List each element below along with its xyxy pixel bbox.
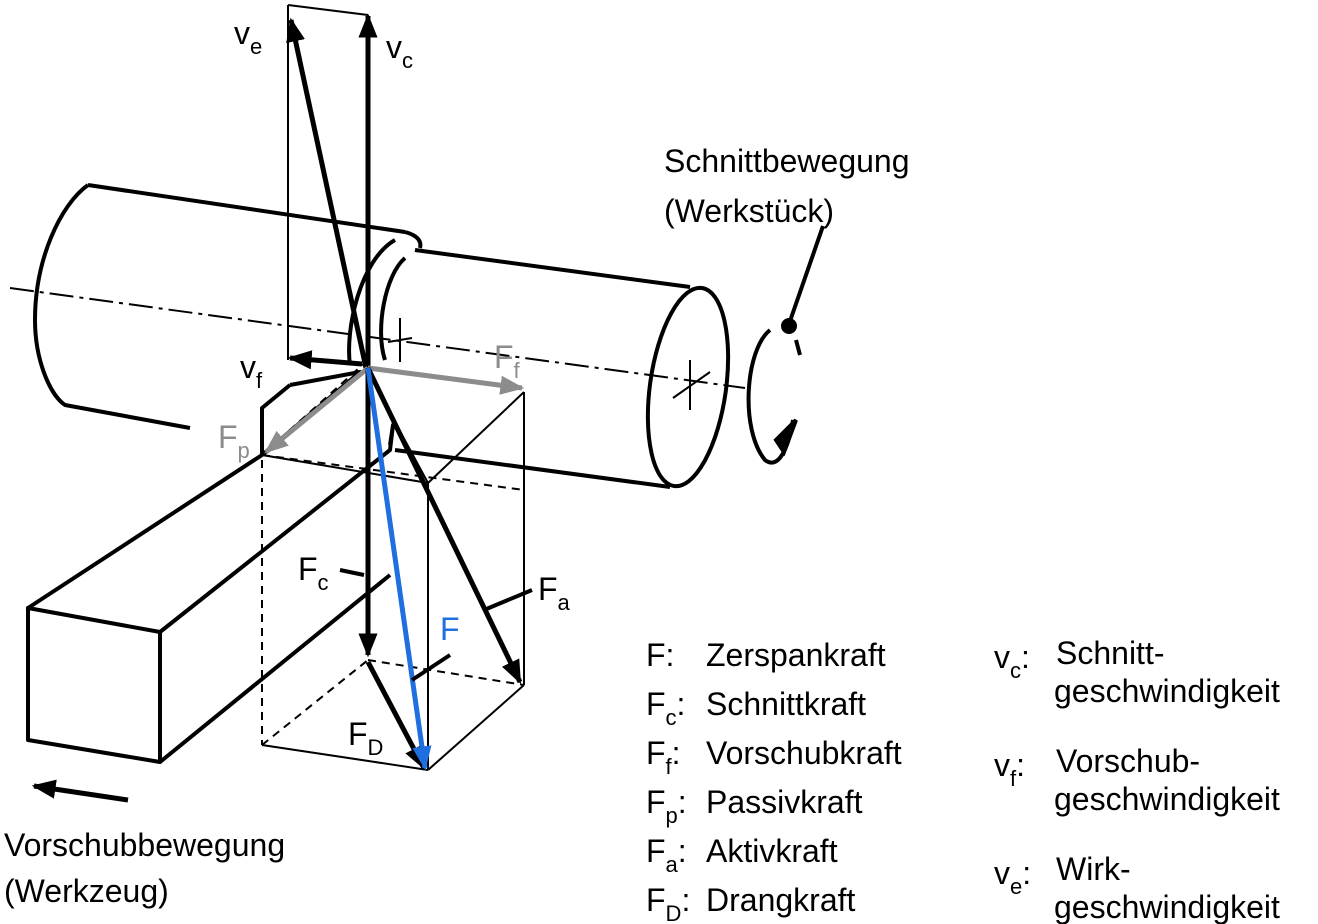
- legend-force-text: Schnittkraft: [706, 686, 866, 722]
- workpiece-large-cylinder: [33, 183, 191, 430]
- workpiece: [33, 183, 731, 489]
- feed-motion-line1: Vorschubbewegung: [4, 827, 285, 863]
- legend-force-symbol: Fc:: [646, 686, 685, 730]
- vector-Ff: [367, 365, 525, 395]
- label-F: F: [440, 611, 460, 647]
- legend-velocity-item: vf: Vorschub-geschwindigkeit: [994, 743, 1280, 817]
- label-Ff: Ff: [494, 339, 521, 383]
- legend-force-symbol: Fa:: [646, 833, 687, 877]
- legend-velocity-text1: Schnitt-: [1056, 635, 1164, 671]
- label-Fa: Fa: [538, 571, 571, 615]
- legend-force-text: Zerspankraft: [706, 637, 886, 673]
- legend-force-text: Drangkraft: [706, 882, 856, 918]
- legend-force-item: FD: Drangkraft: [646, 882, 856, 924]
- legend-force-item: Fc: Schnittkraft: [646, 686, 866, 730]
- vector-Fp: [264, 366, 370, 454]
- cutting-motion-line2: (Werkstück): [664, 193, 834, 229]
- vector-F: [365, 367, 432, 771]
- feed-motion-line2: (Werkzeug): [4, 873, 169, 909]
- legend-force-item: F: Zerspankraft: [646, 637, 886, 673]
- label-Fp: Fp: [218, 419, 250, 463]
- label-vf: vf: [240, 349, 263, 393]
- label-vc: vc: [386, 29, 413, 73]
- workpiece-step: [347, 230, 423, 366]
- legend-force-text: Vorschubkraft: [706, 735, 902, 771]
- cutting-motion-line1: Schnittbewegung: [664, 143, 910, 179]
- legend-force-symbol: FD:: [646, 882, 690, 924]
- vector-Fa: [365, 366, 523, 685]
- legend-force-item: Fp: Passivkraft: [646, 784, 863, 828]
- label-ve: ve: [234, 15, 262, 59]
- workpiece-small-cylinder: [379, 248, 691, 489]
- legend-force-item: Ff: Vorschubkraft: [646, 735, 902, 779]
- leader-lines: [339, 568, 533, 682]
- legend-velocity-text1: Vorschub-: [1056, 743, 1200, 779]
- cutting-tool: [26, 370, 395, 764]
- legend-velocity-symbol: ve:: [994, 855, 1031, 899]
- legend-force-text: Aktivkraft: [706, 833, 838, 869]
- legend-velocity-symbol: vf:: [994, 747, 1025, 791]
- workpiece-axis: [9, 287, 746, 389]
- axis-marks: [387, 318, 711, 410]
- legend-force-item: Fa: Aktivkraft: [646, 833, 838, 877]
- rotation-arrow: [746, 225, 825, 465]
- rotation-marker: [781, 318, 797, 334]
- legend-velocity-item: ve: Wirk-geschwindigkeit: [994, 851, 1280, 924]
- vector-ve: [286, 17, 369, 369]
- legend-velocity-item: vc: Schnitt-geschwindigkeit: [994, 635, 1280, 709]
- legend-velocity-text1: Wirk-: [1056, 851, 1131, 887]
- legend-velocity-text2: geschwindigkeit: [1054, 673, 1280, 709]
- legend-velocity-text2: geschwindigkeit: [1054, 781, 1280, 817]
- workpiece-end-face: [645, 285, 731, 489]
- legend-force-symbol: Fp:: [646, 784, 687, 828]
- feed-direction-arrow: [31, 779, 129, 803]
- label-FD: FD: [348, 716, 383, 760]
- legend-velocity-symbol: vc:: [994, 639, 1030, 683]
- legend-force-text: Passivkraft: [706, 784, 863, 820]
- vector-vf: [287, 350, 363, 370]
- legend-velocities: vc: Schnitt-geschwindigkeit vf: Vorschub-ge…: [994, 635, 1280, 924]
- legend-velocity-text2: geschwindigkeit: [1054, 889, 1280, 924]
- tool-front-face: [26, 606, 162, 764]
- label-Fc: Fc: [298, 551, 329, 595]
- legend-force-symbol: Ff:: [646, 735, 681, 779]
- legend-force-symbol: F:: [646, 637, 674, 673]
